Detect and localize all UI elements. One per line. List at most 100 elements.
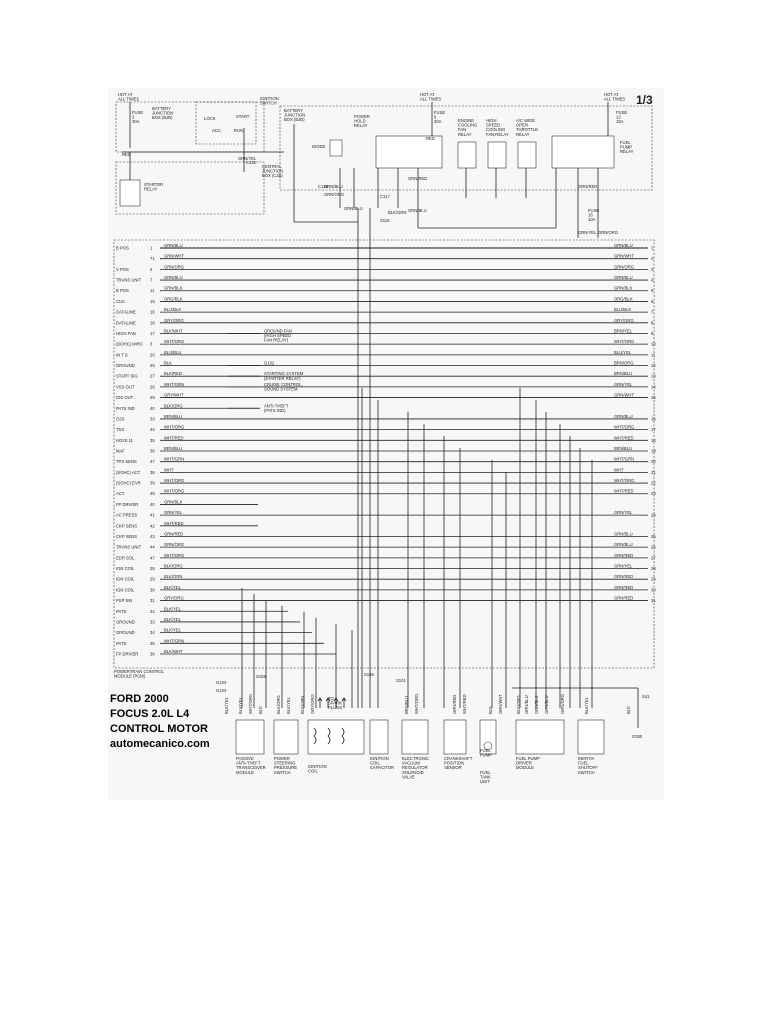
coil-winding-icon — [327, 727, 331, 745]
pcm-pin-number: 16 — [150, 310, 155, 315]
ground-g300-label: G300 — [632, 734, 643, 739]
pcm-pin-name: CKP SENS — [116, 523, 137, 528]
engine-cooling-relay-box — [457, 141, 477, 169]
coil-winding-icon — [341, 727, 345, 745]
pcm-pin-wire-color: WHT/RED — [164, 435, 184, 440]
pcm-reference-number: 25 — [651, 534, 656, 539]
starter-relay-box — [119, 179, 141, 207]
pcm-pin-wire-color: WHT/ORG — [164, 339, 184, 344]
pcm-output-wire-color: GRN/BLK — [614, 286, 633, 291]
bottom-wire-label: BLK/YEL — [224, 696, 229, 714]
pcm-pin-name: IGN COIL — [116, 566, 135, 571]
pcm-output-wire-color: GRN/YEL — [614, 564, 633, 569]
spark-plug-arrow-icon — [325, 697, 331, 708]
pcm-reference-number: 6 — [651, 299, 654, 304]
top-wire-label: BLK/GRN — [388, 210, 406, 215]
pcm-pin-name: CKP SENS — [116, 534, 137, 539]
splice-s41-label: S41 — [642, 694, 650, 699]
pcm-pin-number: 39 — [150, 491, 155, 496]
pcm-output-wire-color: BLU/BLK — [614, 307, 631, 312]
pcm-pin-number: 7 — [150, 278, 153, 283]
pcm-pin-wire-color: BLU/BLK — [164, 307, 181, 312]
pcm-pin-wire-color: WHT/RED — [164, 521, 184, 526]
pcm-pin-wire-color: BLK — [164, 361, 172, 366]
pcm-reference-number: 4 — [651, 278, 654, 283]
pcm-pin-name: TRANS UNIT — [116, 278, 142, 283]
pcm-reference-number: 26 — [651, 545, 656, 550]
pcm-reference-number: 14 — [651, 384, 656, 389]
pcm-pin-wire-color: WHT — [164, 467, 174, 472]
pcm-pin-name: TSS — [116, 427, 124, 432]
pcm-pin-wire-color: GRY/WHT — [164, 393, 184, 398]
pcm-pin-number: 29 — [150, 395, 155, 400]
pcm-reference-number: 23 — [651, 491, 656, 496]
pcm-pin-number: 37 — [150, 459, 155, 464]
pcm-output-wire-color: WHT/GRN — [614, 457, 634, 462]
pcm-reference-number: 30 — [651, 587, 656, 592]
battery-junction-box-left — [115, 101, 265, 153]
pcm-reference-number: 20 — [651, 459, 656, 464]
pcm-pin-name: IOS OUT — [116, 395, 134, 400]
pcm-pin-number: 26 — [150, 384, 155, 389]
pcm-pin-number: 11 — [150, 288, 155, 293]
component-box — [369, 719, 389, 755]
title-block: FORD 2000 FOCUS 2.0L L4 CONTROL MOTOR au… — [110, 693, 210, 750]
pcm-pin-wire-color: WHT/GRN — [164, 382, 184, 387]
pcm-pin-wire-color: BRN/BLU — [164, 446, 182, 451]
pcm-pin-wire-color: WHT/GRN — [164, 638, 184, 643]
connector-label: C117 — [380, 194, 390, 199]
pcm-pin-name: PATS — [116, 609, 127, 614]
pcm-output-wire-color: GRN/BLU — [614, 243, 633, 248]
pcm-reference-number: 2 — [651, 256, 654, 261]
pcm-pin-number: 3 — [150, 342, 153, 347]
pcm-pin-name: GROUND — [116, 363, 135, 368]
pcm-pin-number: 35 — [150, 641, 155, 646]
pcm-output-wire-color: BLU/YEL — [614, 350, 632, 355]
pcm-output-wire-color: WHT/RED — [614, 435, 634, 440]
splice-label: G103 — [216, 688, 227, 693]
pcm-pin-wire-color: ORG/BLK — [164, 296, 183, 301]
pcm-pin-number: 36 — [150, 449, 155, 454]
pcm-note: G102 — [264, 361, 275, 366]
bottom-wire-label: BLK/ORG — [516, 695, 521, 714]
pcm-pin-wire-color: BLK/GRN — [164, 574, 182, 579]
pcm-pin-number: 18 — [150, 320, 155, 325]
pcm-pin-wire-color: GRN/RED — [164, 531, 183, 536]
pcm-pin-number: 71 — [150, 256, 155, 261]
pcm-output-wire-color: GRN/RED — [614, 574, 633, 579]
pcm-reference-number: 1 — [651, 246, 654, 251]
component-box — [401, 719, 429, 755]
pcm-pin-number: 42 — [150, 523, 155, 528]
pcm-reference-number: 17 — [651, 427, 656, 432]
pcm-output-wire-color: GRN/RED — [614, 553, 633, 558]
bottom-wire-label: WHT/GRN — [248, 694, 253, 714]
pcm-pin-wire-color: BLK/YEL — [164, 606, 182, 611]
component-box — [307, 719, 365, 755]
pcm-pin-name: B POS — [116, 246, 129, 251]
bottom-wire-label: WHT/RED — [462, 694, 467, 714]
pcm-reference-number: 28 — [651, 566, 656, 571]
title-line-4: automecanico.com — [110, 738, 210, 750]
pcm-pin-wire-color: GRN/ORG — [164, 542, 184, 547]
pcm-reference-number: 18 — [651, 438, 656, 443]
pcm-pin-name: FP DRIVER — [116, 502, 138, 507]
pcm-reference-number: 22 — [651, 481, 656, 486]
high-speed-relay-box — [487, 141, 507, 169]
